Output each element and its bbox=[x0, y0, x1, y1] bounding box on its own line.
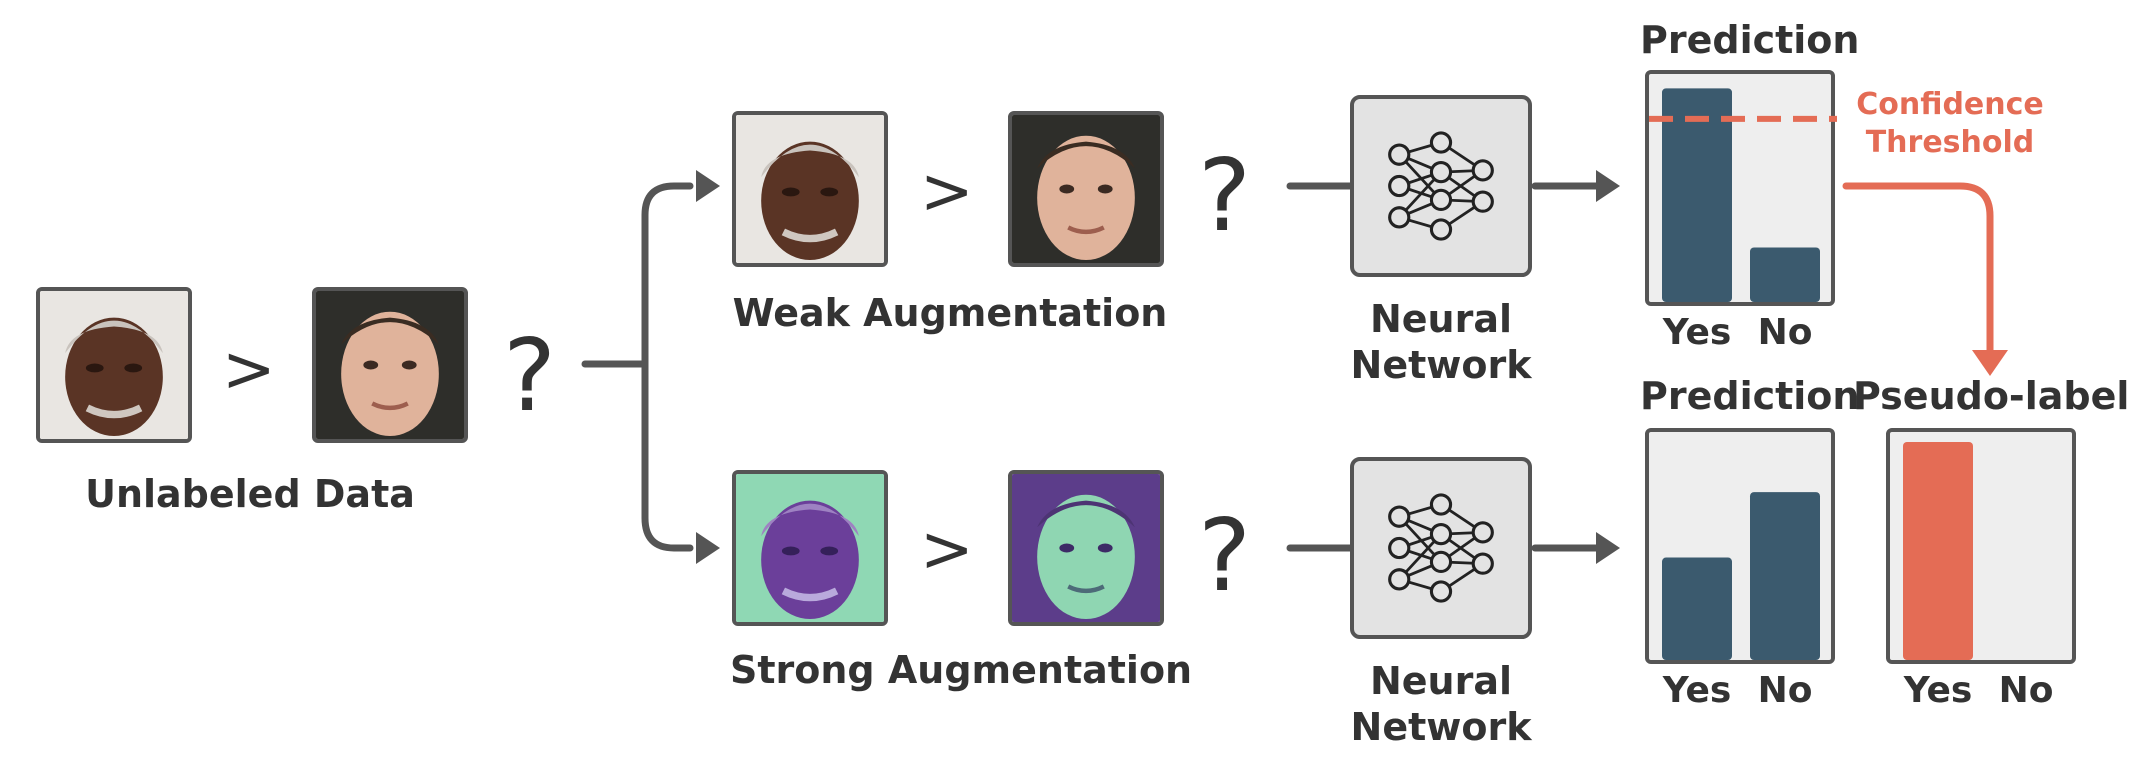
confidence-threshold-label: Confidence Threshold bbox=[1856, 87, 2044, 160]
bar-yes bbox=[1662, 557, 1732, 660]
comparator-symbol: > bbox=[222, 333, 276, 407]
question-mark: ? bbox=[503, 317, 557, 434]
face-older-man-weak-image bbox=[732, 111, 888, 267]
pseudo-label-arrowhead bbox=[1972, 350, 2008, 376]
prediction-chart-bottom bbox=[1645, 428, 1835, 664]
neural-network-icon bbox=[1388, 493, 1494, 603]
tick-label-no: No bbox=[1757, 312, 1813, 353]
tick-label-yes: Yes bbox=[1662, 670, 1732, 711]
tick-label-no: No bbox=[1998, 670, 2054, 711]
face-young-man-image bbox=[312, 287, 468, 443]
bar-no bbox=[1750, 247, 1820, 302]
bar-yes bbox=[1903, 442, 1973, 660]
neural-network-label-top: Neural Network bbox=[1350, 297, 1532, 387]
comparator-symbol-strong: > bbox=[920, 513, 974, 587]
pseudo-label-title: Pseudo-label bbox=[1853, 374, 2130, 418]
face-young-man-strong-image bbox=[1008, 470, 1164, 626]
neural-network-icon bbox=[1388, 131, 1494, 241]
neural-network-box-bottom bbox=[1350, 457, 1532, 639]
prediction-title-bottom: Prediction bbox=[1640, 374, 1860, 418]
tick-label-yes: Yes bbox=[1903, 670, 1973, 711]
strong-augmentation-caption: Strong Augmentation bbox=[730, 648, 1193, 692]
unlabeled-data-caption: Unlabeled Data bbox=[85, 472, 415, 516]
neural-network-box-top bbox=[1350, 95, 1532, 277]
weak-augmentation-caption: Weak Augmentation bbox=[732, 291, 1168, 335]
chart-plot-area bbox=[1662, 492, 1820, 660]
face-older-man-image bbox=[36, 287, 192, 443]
chart-plot-area bbox=[1903, 442, 1973, 660]
comparator-symbol-weak: > bbox=[920, 155, 974, 229]
arrowhead-top-output bbox=[1596, 170, 1620, 202]
prediction-title-top: Prediction bbox=[1640, 18, 1860, 62]
bar-yes bbox=[1662, 88, 1732, 302]
prediction-chart-top bbox=[1645, 70, 1837, 306]
face-older-man-strong-image bbox=[732, 470, 888, 626]
arrowhead-bottom-branch bbox=[696, 532, 720, 564]
branch-connector bbox=[641, 182, 694, 552]
question-mark-weak: ? bbox=[1198, 137, 1252, 254]
pseudo-label-arrow-line bbox=[1842, 182, 1994, 356]
arrowhead-top-branch bbox=[696, 170, 720, 202]
pseudo-label-chart bbox=[1886, 428, 2076, 664]
chart-plot-area bbox=[1649, 88, 1837, 302]
neural-network-label-bottom: Neural Network bbox=[1350, 659, 1532, 749]
bar-no bbox=[1750, 492, 1820, 660]
tick-label-no: No bbox=[1757, 670, 1813, 711]
arrowhead-bottom-output bbox=[1596, 532, 1620, 564]
tick-label-yes: Yes bbox=[1662, 312, 1732, 353]
face-young-man-weak-image bbox=[1008, 111, 1164, 267]
question-mark-strong: ? bbox=[1198, 497, 1252, 614]
